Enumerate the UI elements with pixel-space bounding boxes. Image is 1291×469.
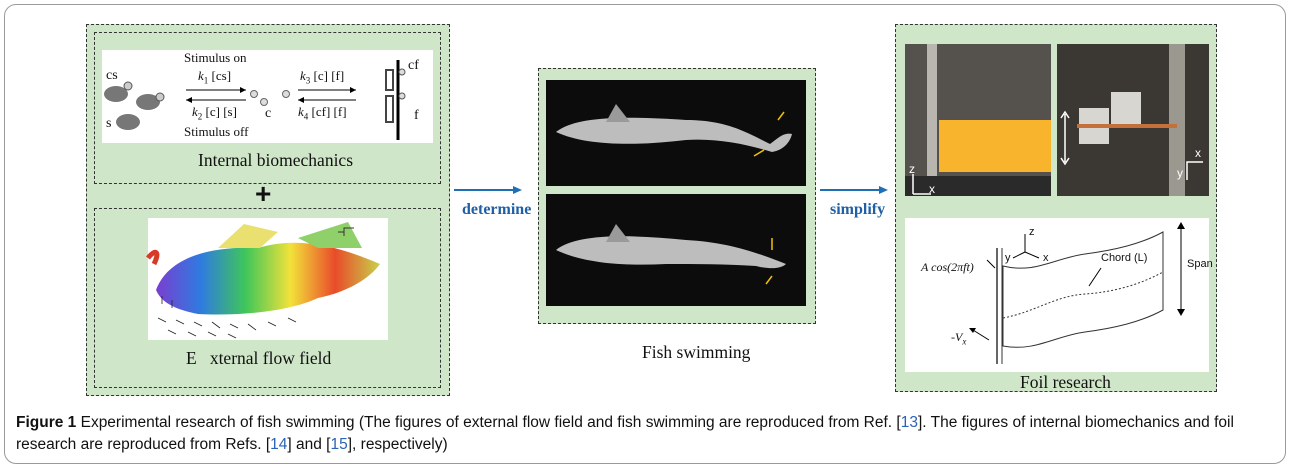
c-particle-1 <box>250 90 258 98</box>
foil-photo-right: y x <box>1057 44 1209 196</box>
s-particle <box>155 92 165 102</box>
ref-14-link[interactable]: 14 <box>270 436 288 453</box>
stimulus-on-label: Stimulus on <box>184 50 247 65</box>
velocity-vectors <box>157 296 297 339</box>
shark-top <box>556 104 792 157</box>
cs-ellipse <box>104 86 128 102</box>
external-flow-image <box>146 218 388 340</box>
state-cs-label: cs <box>106 68 118 83</box>
caption-text-3: ] and [ <box>287 436 331 453</box>
internal-biomechanics-diagram: cs s c cf f Stimulus on Stimulus off k1 … <box>102 50 433 143</box>
plus-sign: + <box>255 178 272 209</box>
k4-rate-label: k4 [cf] [f] <box>298 104 347 122</box>
cf-particle-2 <box>398 92 406 100</box>
k1-rate-label: k1 [cs] <box>198 68 232 86</box>
velocity-label: -Vx <box>951 330 967 347</box>
fish-body-surface <box>156 242 380 315</box>
dorsal-fin <box>218 224 278 248</box>
foil-schematic: A cos(2πft) Chord (L) Span -Vx y z x <box>905 218 1213 372</box>
foil-photo-left: z x <box>905 44 1051 196</box>
state-cf-label: cf <box>408 58 419 73</box>
photo-axis-y: y <box>1177 166 1183 180</box>
determine-label: determine <box>462 201 532 218</box>
s-ellipse-1 <box>136 94 160 110</box>
flow-field-visual <box>146 222 380 339</box>
photo-axis-x: x <box>929 182 935 196</box>
internal-biomechanics-title: Internal biomechanics <box>198 150 354 170</box>
simplify-arrow <box>820 186 888 194</box>
figure-frame <box>4 4 1286 464</box>
fish-swimming-title: Fish swimming <box>642 342 751 362</box>
axis-x-label: x <box>1043 252 1049 264</box>
caption-label: Figure 1 <box>16 414 77 431</box>
foil-photo-right-visual <box>1057 44 1209 196</box>
figure-caption: Figure 1 Experimental research of fish s… <box>16 412 1278 456</box>
velocity-arrow <box>972 329 990 341</box>
photo-axis-x2: x <box>1195 146 1201 160</box>
ref-13-link[interactable]: 13 <box>900 414 918 431</box>
chord-label: Chord (L) <box>1101 252 1148 264</box>
axis-y-label: y <box>1005 252 1011 264</box>
axis-triad <box>1012 234 1040 259</box>
fish-photo-top <box>546 80 806 186</box>
myosin-bracket-2 <box>385 95 394 123</box>
c-particle-3 <box>282 90 290 98</box>
determine-arrow <box>454 186 522 194</box>
foil-research-title: Foil research <box>1020 372 1111 392</box>
cs-particle <box>123 81 133 91</box>
s-ellipse-2 <box>116 114 140 130</box>
reaction-scheme <box>104 60 406 140</box>
chord-pointer <box>1088 267 1102 287</box>
ref-15-link[interactable]: 15 <box>330 436 348 453</box>
myosin-bracket-1 <box>385 69 394 91</box>
state-f-label: f <box>414 108 419 123</box>
state-s-label: s <box>106 116 112 131</box>
amplitude-arrow <box>986 259 996 269</box>
k2-rate-label: k2 [c] [s] <box>192 104 237 122</box>
shark-bottom <box>556 224 786 285</box>
simplify-label: simplify <box>830 201 886 218</box>
chord-line <box>1002 271 1164 319</box>
k3-rate-label: k3 [c] [f] <box>300 68 345 86</box>
amplitude-label: A cos(2πft) <box>921 260 974 274</box>
caption-text-1: Experimental research of fish swimming (… <box>76 414 901 431</box>
state-c-label: c <box>265 106 272 121</box>
stimulus-off-label: Stimulus off <box>184 124 249 139</box>
c-particle-2 <box>260 98 268 106</box>
cf-particle <box>398 68 406 76</box>
axis-z-label: z <box>1029 226 1035 238</box>
foil-schematic-visual <box>969 222 1185 364</box>
caption-text-2: ]. The figures of internal biomechanics … <box>16 414 1234 453</box>
external-flow-title: E xternal flow field <box>186 348 332 368</box>
foil-photo-left-visual <box>905 44 1051 196</box>
foil-outline <box>1002 231 1164 348</box>
span-label: Span <box>1187 258 1213 270</box>
red-band <box>146 249 160 266</box>
fish-photo-bottom <box>546 194 806 306</box>
caption-text-4: ], respectively) <box>347 436 448 453</box>
photo-axis-z: z <box>909 162 915 176</box>
axis-glyph <box>338 227 354 236</box>
